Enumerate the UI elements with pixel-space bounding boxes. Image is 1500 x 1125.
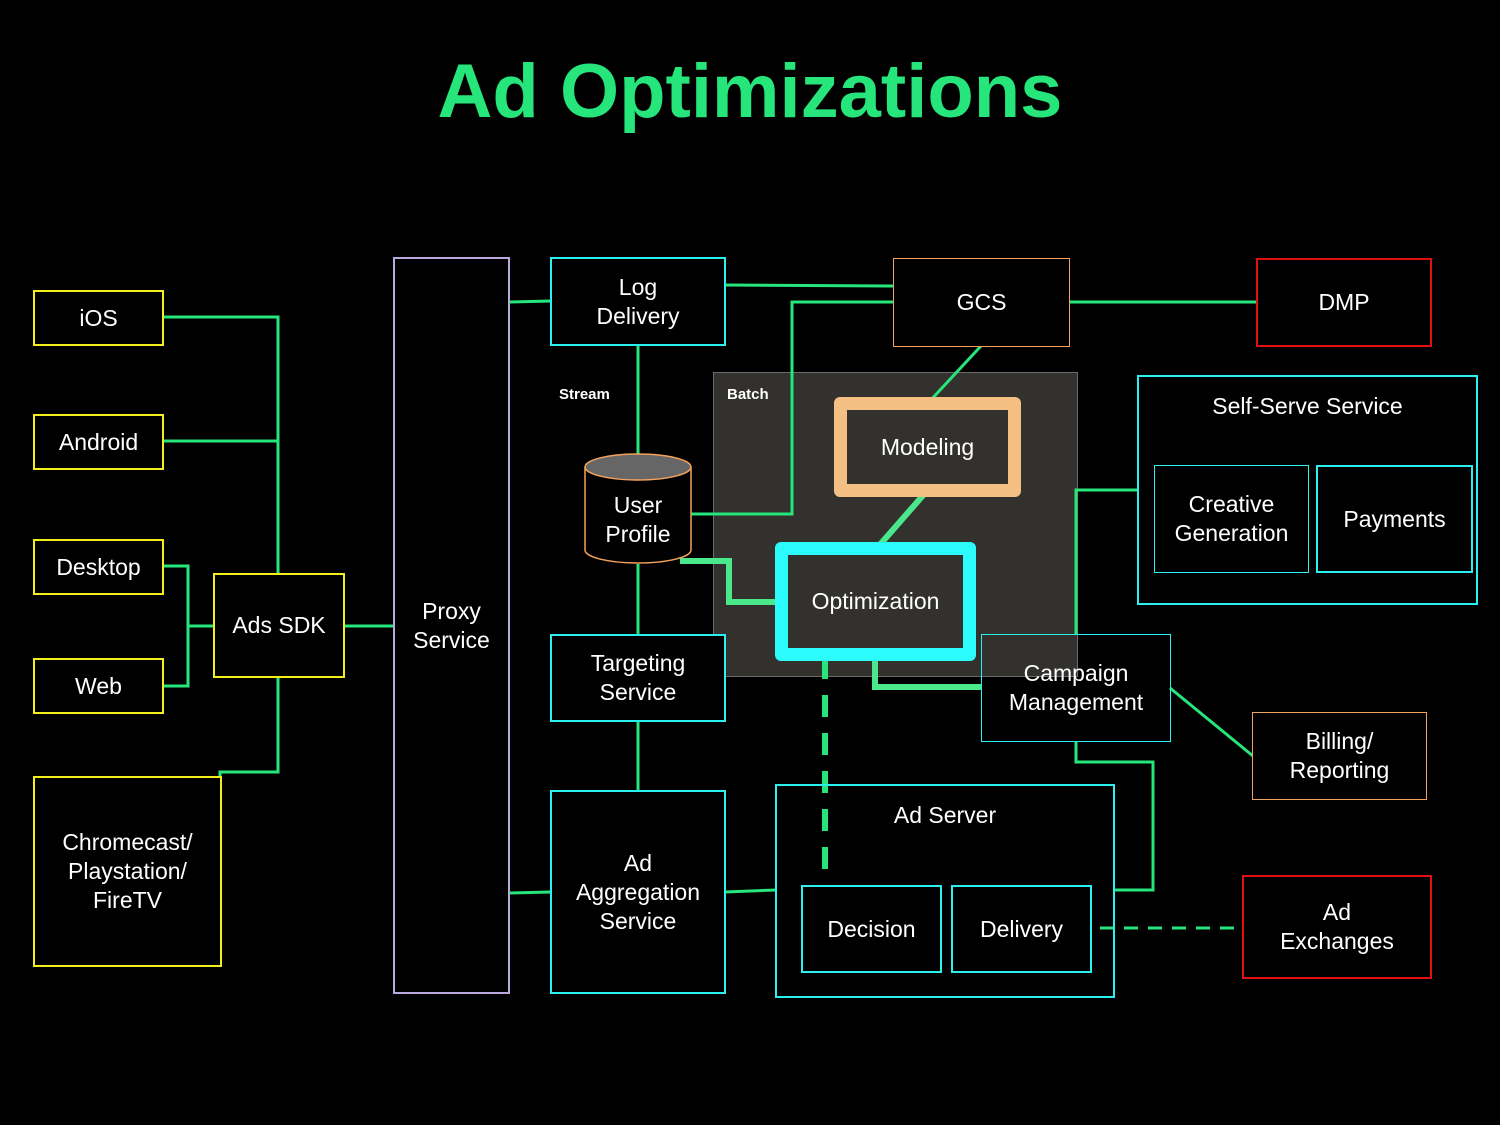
ads-sdk[interactable]: Ads SDK [213,573,345,678]
self-serve-service[interactable]: Self-Serve Service Creative Generation P… [1137,375,1478,605]
client-android[interactable]: Android [33,414,164,470]
targeting-service[interactable]: Targeting Service [550,634,726,722]
diagram-title: Ad Optimizations [437,49,1063,134]
connector-campaign-adserver [1074,741,1155,892]
gcs[interactable]: GCS [893,258,1070,347]
connector-gcs-profile [690,300,894,516]
client-ios-label: iOS [79,304,118,331]
delivery[interactable]: Delivery [951,885,1092,973]
stream-label: Stream [559,386,610,403]
campaign-management[interactable]: Campaign Management [981,634,1171,742]
dmp-label: DMP [1318,289,1370,315]
decision[interactable]: Decision [801,885,942,973]
connector-sdk-tv [218,677,280,867]
dmp[interactable]: DMP [1256,258,1432,347]
ad-aggregation-service[interactable]: Ad Aggregation Service [550,790,726,994]
proxy-service-label: Proxy Service [413,597,490,653]
client-desktop[interactable]: Desktop [33,539,164,595]
campaign-management-label: Campaign Management [1008,660,1144,715]
delivery-label: Delivery [979,915,1064,942]
user-profile-cylinder [584,453,692,564]
connector-gcs-modeling [926,344,983,405]
connector-ios-sdk [163,315,280,574]
ad-server-title: Ad Server [893,802,997,828]
connector-profile-optimization [680,558,780,605]
payments[interactable]: Payments [1316,465,1473,573]
client-tv-label: Chromecast/ Playstation/ FireTV [62,829,193,913]
client-desktop-label: Desktop [56,553,141,580]
connector-log-gcs [724,283,895,288]
billing-reporting-label: Billing/ Reporting [1289,728,1390,783]
ad-aggregation-service-label: Ad Aggregation Service [575,849,701,934]
connector-campaign-billing [1169,686,1254,758]
connector-modeling-optimization [874,490,929,550]
targeting-service-label: Targeting Service [590,650,686,705]
connector-desktop-sdk [163,564,190,688]
payments-label: Payments [1343,505,1446,532]
creative-generation-label: Creative Generation [1174,491,1289,546]
log-delivery[interactable]: Log Delivery [550,257,726,346]
self-serve-title: Self-Serve Service [1212,393,1403,419]
batch-label: Batch [727,386,769,403]
ad-server[interactable]: Ad Server Decision Delivery [775,784,1115,998]
log-delivery-label: Log Delivery [596,273,680,329]
user-profile[interactable]: User Profile [585,480,691,560]
modeling[interactable]: Modeling [834,397,1021,497]
creative-generation[interactable]: Creative Generation [1154,465,1309,573]
connector-proxy-aggregation [509,890,552,895]
client-tv[interactable]: Chromecast/ Playstation/ FireTV [33,776,222,967]
client-ios[interactable]: iOS [33,290,164,346]
ads-sdk-label: Ads SDK [232,612,326,638]
client-web-label: Web [75,672,122,699]
modeling-label: Modeling [880,433,975,460]
proxy-service[interactable]: Proxy Service [393,257,510,994]
ad-exchanges[interactable]: Ad Exchanges [1242,875,1432,979]
connector-proxy-log [509,299,552,304]
client-android-label: Android [58,428,139,455]
connector-optimization-campaign [872,657,982,690]
user-profile-label: User Profile [605,492,671,547]
decision-label: Decision [827,915,916,942]
connector-selfserve-campaign [1074,488,1138,635]
client-web[interactable]: Web [33,658,164,714]
optimization[interactable]: Optimization [775,542,976,661]
gcs-label: GCS [956,289,1007,315]
billing-reporting[interactable]: Billing/ Reporting [1252,712,1427,800]
connector-aggregation-adserver [724,888,777,894]
optimization-label: Optimization [811,588,940,614]
ad-exchanges-label: Ad Exchanges [1280,899,1394,954]
